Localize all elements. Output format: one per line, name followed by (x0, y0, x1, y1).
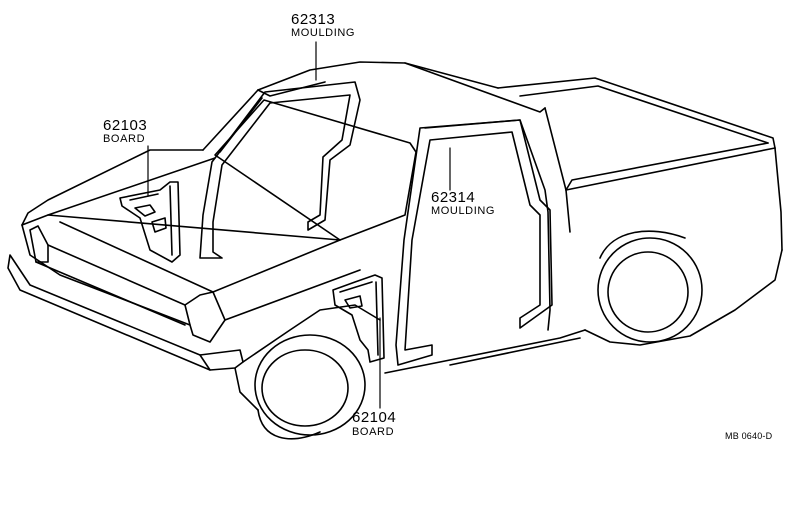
part-name-moulding: MOULDING (291, 27, 356, 39)
cab-body (203, 62, 782, 373)
front-wheel (255, 335, 365, 439)
diagram-code: MB 0640-D (725, 431, 773, 441)
door-moulding-62314 (396, 120, 552, 365)
board-62103 (120, 182, 180, 262)
leader-lines (148, 42, 450, 408)
rear-wheel (598, 231, 702, 342)
board-62104 (333, 275, 384, 362)
truck-bed (498, 78, 782, 250)
part-number-62313: 62313 (291, 11, 336, 28)
part-name-board: BOARD (352, 426, 395, 438)
part-number-62104: 62104 (352, 409, 397, 426)
windshield-moulding-62313 (200, 82, 360, 258)
part-name-moulding: MOULDING (431, 205, 496, 217)
part-number-62103: 62103 (103, 117, 148, 134)
hood-front (8, 150, 380, 410)
part-name-board: BOARD (103, 133, 146, 145)
part-number-62314: 62314 (431, 189, 476, 206)
